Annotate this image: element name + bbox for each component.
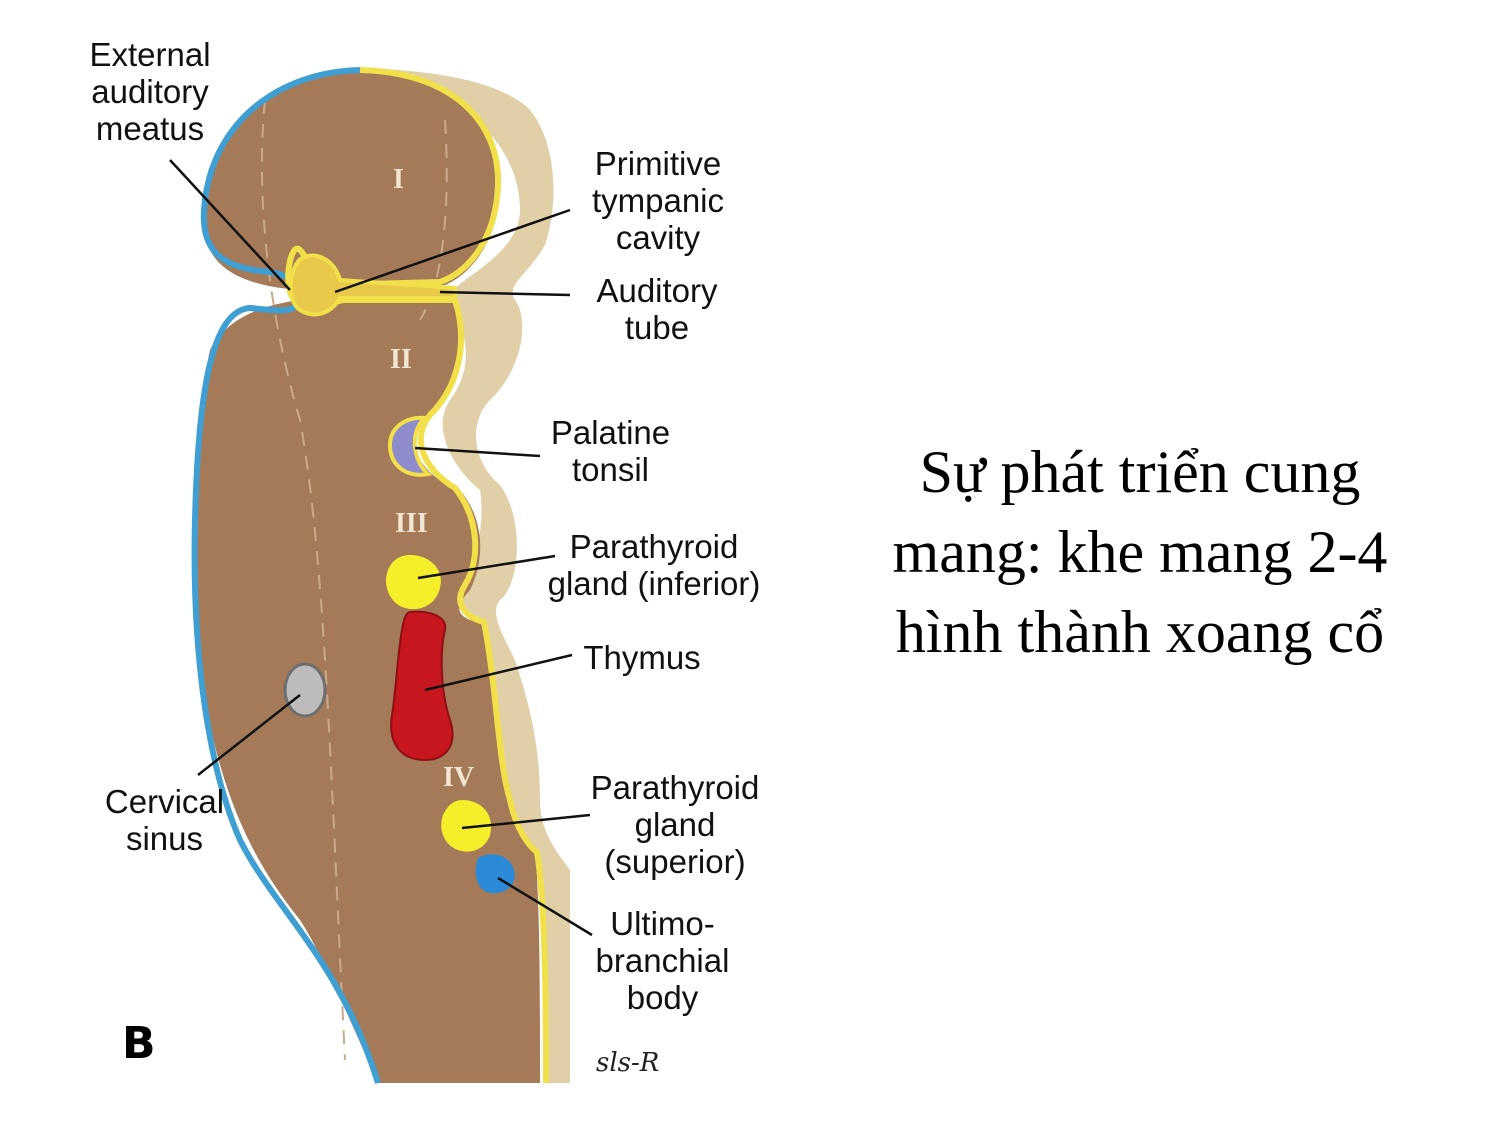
panel-letter: B — [122, 1018, 156, 1069]
tympanic-cavity — [288, 253, 457, 317]
label-ultimobranchial-body: Ultimo- branchial body — [595, 905, 730, 1016]
arch-numeral-iv: IV — [443, 762, 474, 793]
leader-line — [439, 290, 571, 297]
arch-numeral-iii: III — [395, 508, 428, 539]
label-auditory-tube: Auditory tube — [596, 272, 718, 346]
leader-line — [197, 694, 301, 776]
parathyroid-superior-shape — [441, 800, 492, 852]
arch-numeral-ii: II — [390, 344, 412, 375]
label-parathyroid-inferior: Parathyroid gland (inferior) — [547, 528, 761, 602]
label-thymus: Thymus — [583, 639, 701, 676]
ectoderm-outline — [191, 67, 381, 1084]
palatine-tonsil-shape — [387, 415, 433, 477]
cervical-sinus-shape — [283, 662, 327, 718]
dashed-line — [419, 119, 448, 321]
artist-signature: sls-R — [596, 1048, 660, 1078]
leader-line — [461, 813, 591, 830]
arch-numeral-i: I — [393, 164, 404, 195]
leader-line — [424, 653, 573, 692]
leader-line — [417, 554, 556, 580]
label-cervical-sinus: Cervical sinus — [104, 783, 225, 857]
endoderm-outline — [285, 67, 549, 1084]
leader-line — [169, 159, 291, 291]
parathyroid-inferior-shape — [385, 555, 441, 610]
thymus-shape — [390, 610, 454, 762]
label-parathyroid-superior: Parathyroid gland (superior) — [590, 769, 760, 880]
label-primitive-tympanic-cavity: Primitive tympanic cavity — [591, 145, 725, 256]
leader-line — [414, 446, 541, 458]
dashed-line — [260, 99, 346, 1061]
slide-title: Sự phát triển cung mang: khe mang 2-4 hì… — [892, 439, 1388, 665]
leader-line — [334, 208, 571, 294]
label-palatine-tonsil: Palatine tonsil — [550, 414, 671, 488]
label-external-auditory-meatus: External auditory meatus — [89, 36, 211, 147]
endoderm-wall — [360, 68, 570, 1083]
leader-line — [497, 876, 593, 937]
